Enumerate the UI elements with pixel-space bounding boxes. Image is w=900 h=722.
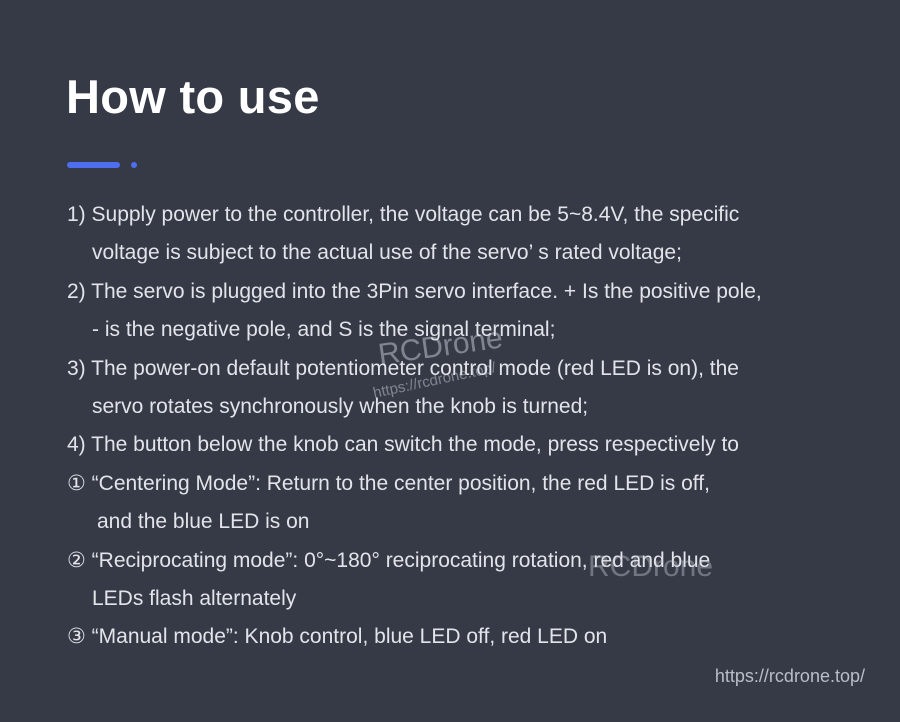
instruction-line: voltage is subject to the actual use of … bbox=[92, 241, 682, 265]
accent-dot bbox=[131, 162, 137, 168]
instruction-line: ② “Reciprocating mode”: 0°~180° reciproc… bbox=[67, 548, 711, 572]
instruction-line: ③ “Manual mode”: Knob control, blue LED … bbox=[67, 625, 608, 649]
footer-url-link[interactable]: https://rcdrone.top/ bbox=[714, 666, 865, 686]
instruction-line: servo rotates synchronously when the kno… bbox=[92, 394, 589, 418]
instruction-line: 1) Supply power to the controller, the v… bbox=[67, 203, 740, 226]
instruction-line: ① “Centering Mode”: Return to the center… bbox=[67, 471, 710, 495]
instruction-line: LEDs flash alternately bbox=[92, 586, 297, 610]
instruction-line: - is the negative pole, and S is the sig… bbox=[92, 318, 556, 342]
instruction-line: 3) The power-on default potentiometer co… bbox=[67, 356, 739, 380]
instructions-list: 1) Supply power to the controller, the v… bbox=[67, 196, 867, 657]
page-title: How to use bbox=[66, 70, 320, 123]
accent-bar bbox=[67, 162, 120, 168]
instruction-line: 4) The button below the knob can switch … bbox=[67, 433, 739, 457]
instruction-line: and the blue LED is on bbox=[97, 510, 310, 534]
instruction-line: 2) The servo is plugged into the 3Pin se… bbox=[67, 279, 762, 303]
